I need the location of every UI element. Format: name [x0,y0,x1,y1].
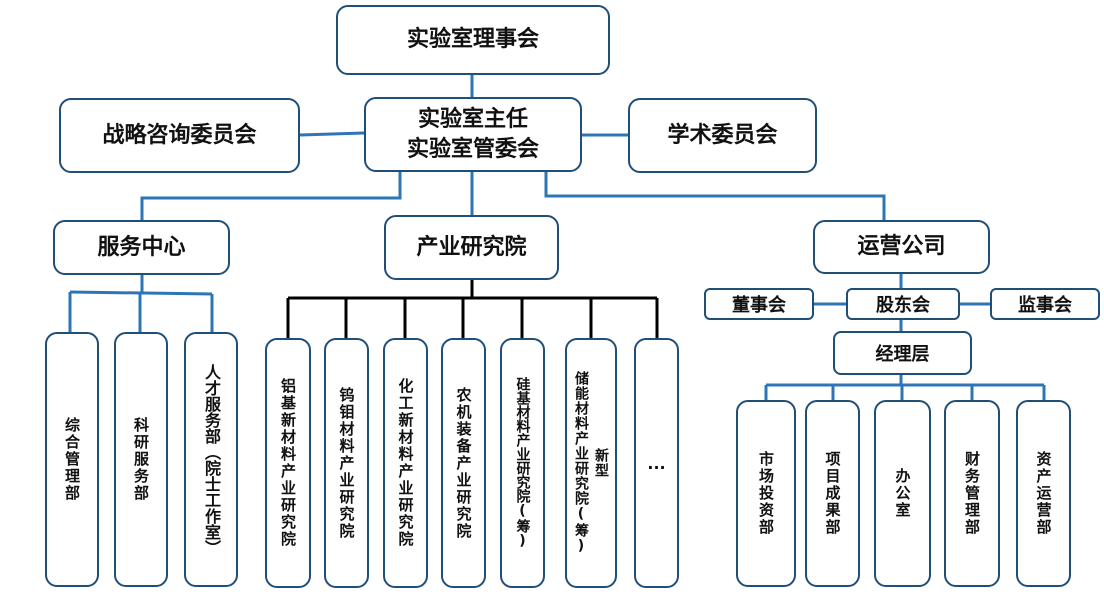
shareholders-box: 股东会 [846,288,960,320]
department-box: 办公室 [874,400,931,587]
board-label: 董事会 [732,295,786,316]
management-label: 经理层 [875,344,930,365]
department-label: 办公室 [893,468,912,519]
institute-box: 化工新材料产业研究院 [383,338,428,588]
department-label: 项目成果部 [823,451,842,536]
supervisors-label: 监事会 [1018,295,1072,316]
strategy-committee-label: 战略咨询委员会 [102,122,257,148]
department-label: 财务管理部 [963,451,981,536]
council-box: 实验室理事会 [336,5,610,75]
operation-company-box: 运营公司 [813,220,990,274]
institute-box: 铝基新材料产业研究院 [265,338,311,588]
industry-institute-label: 产业研究院 [416,234,527,260]
academic-committee-label: 学术委员会 [667,122,778,148]
institute-label: 农机装备产业研究院 [454,386,473,540]
council-label: 实验室理事会 [406,27,539,52]
strategy-committee-box: 战略咨询委员会 [59,98,300,173]
institute-label: 新型 储能材料产业研究院(筹) [573,371,609,555]
industry-institute-box: 产业研究院 [384,215,559,280]
shareholders-label: 股东会 [876,295,930,316]
supervisors-box: 监事会 [990,288,1100,320]
management-box: 经理层 [833,331,972,375]
service-unit-box: 综合管理部 [45,332,99,587]
service-unit-label: 人才服务部（院士工作室） [202,363,221,556]
institute-label: 硅基材料产业研究院(筹) [514,377,531,549]
academic-committee-box: 学术委员会 [628,98,817,173]
service-center-label: 服务中心 [97,234,186,260]
service-unit-label: 综合管理部 [63,417,81,502]
management-committee-label: 实验室管委会 [406,136,539,162]
more-institutes-label: ... [647,453,666,473]
director-box: 实验室主任 实验室管委会 [364,97,582,172]
institute-box: 新型 储能材料产业研究院(筹) [565,338,617,588]
board-box: 董事会 [704,288,814,320]
service-unit-label: 科研服务部 [132,417,150,502]
institute-label: 铝基新材料产业研究院 [279,378,297,548]
service-unit-box: 科研服务部 [114,332,168,587]
institute-label: 化工新材料产业研究院 [396,378,415,548]
department-box: 项目成果部 [805,400,860,587]
institute-box: 农机装备产业研究院 [441,338,486,588]
department-label: 资产运营部 [1034,451,1053,536]
institute-box: 硅基材料产业研究院(筹) [500,338,545,588]
department-label: 市场投资部 [757,451,775,536]
more-institutes-box: ... [634,338,679,588]
service-unit-box: 人才服务部（院士工作室） [184,332,238,587]
department-box: 财务管理部 [944,400,1000,587]
director-label: 实验室主任 [417,106,528,132]
department-box: 市场投资部 [736,400,796,587]
operation-company-label: 运营公司 [857,234,946,259]
department-box: 资产运营部 [1016,400,1071,587]
institute-label: 钨钼材料产业研究院 [337,386,356,540]
institute-box: 钨钼材料产业研究院 [324,338,369,588]
service-center-box: 服务中心 [53,220,230,275]
